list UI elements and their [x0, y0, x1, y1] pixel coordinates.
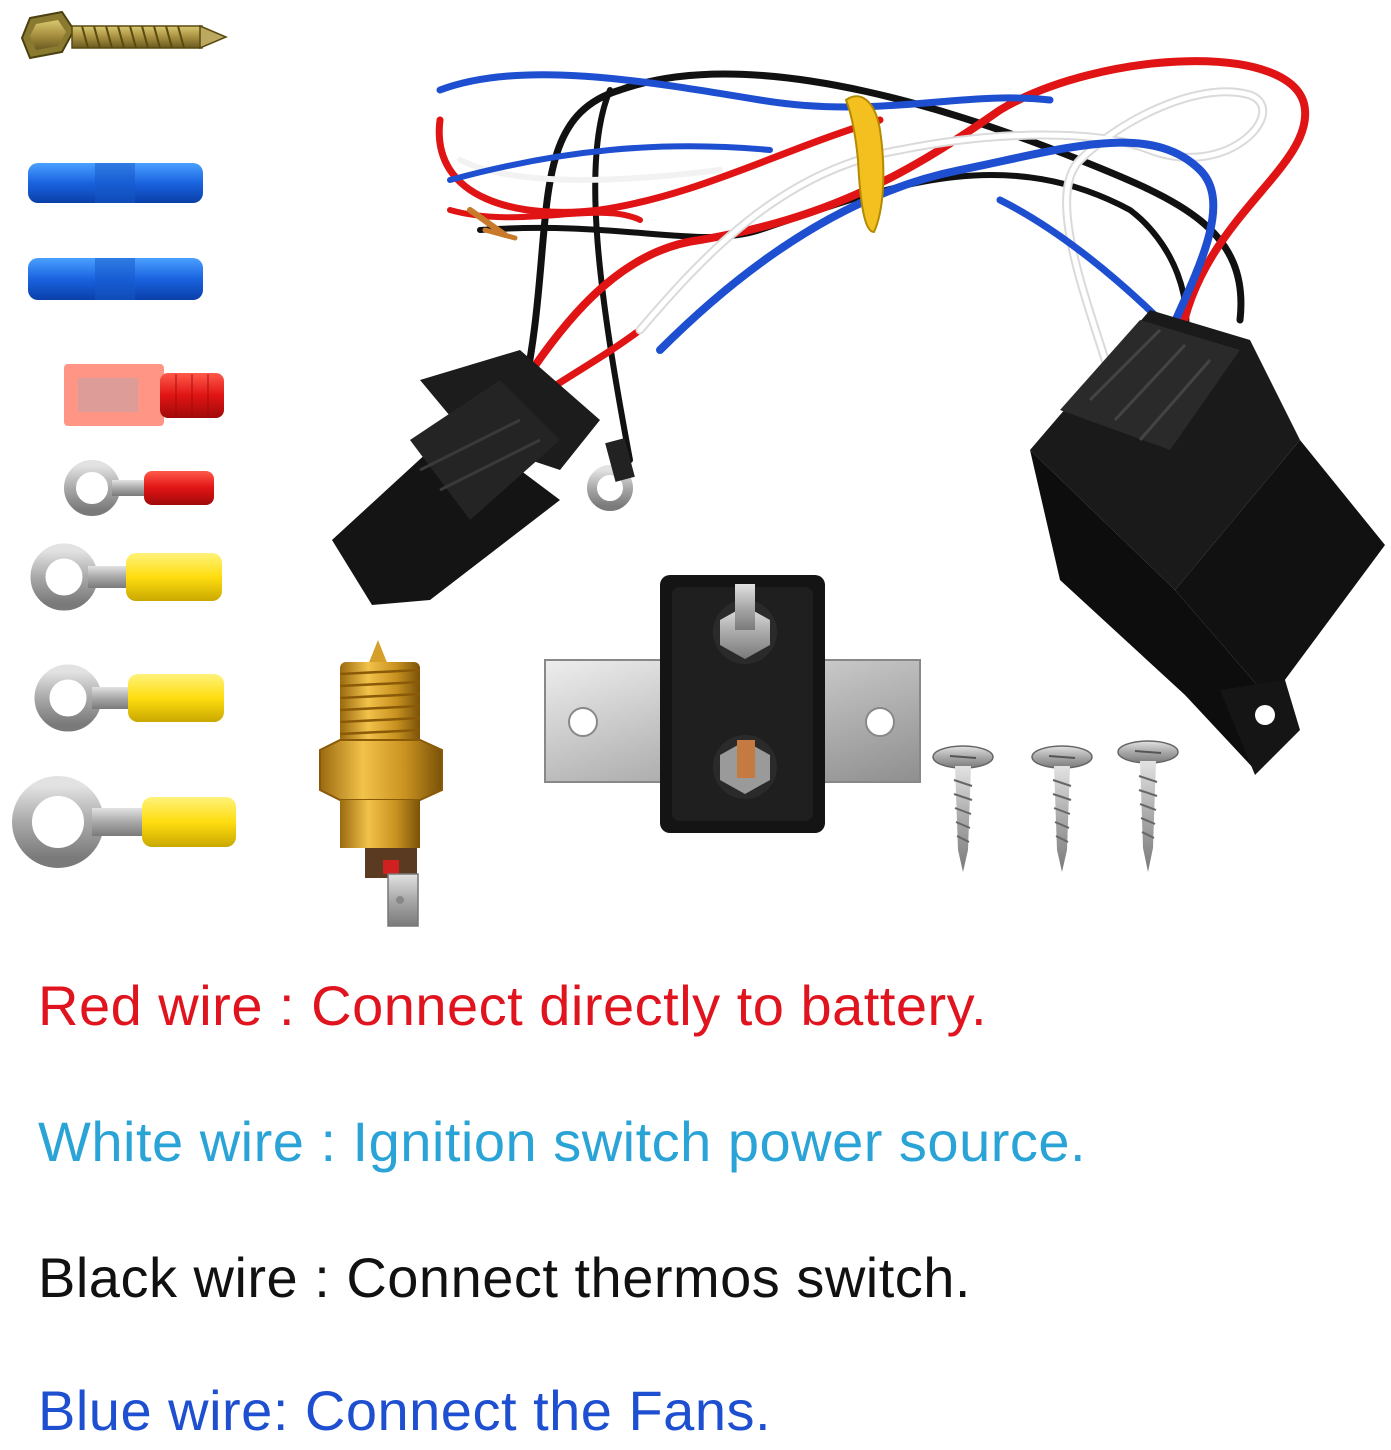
wiring-harness-icon: [435, 57, 1310, 463]
white-wire-caption: White wire : Ignition switch power sourc…: [38, 1110, 1087, 1173]
blue-wire-caption: Blue wire: Connect the Fans.: [38, 1379, 772, 1442]
relay-icon: [1030, 310, 1385, 775]
blue-butt-connector-icon: [28, 163, 203, 203]
yellow-ring-terminal-icon: [12, 776, 236, 868]
zip-tie-icon: [844, 95, 885, 234]
red-spade-connector-icon: [64, 364, 224, 426]
yellow-ring-terminal-icon: [30, 543, 222, 611]
circuit-breaker-icon: [544, 575, 921, 833]
screw-icon: [1117, 740, 1179, 872]
red-ring-terminal-icon: [64, 460, 214, 516]
product-photo: [12, 10, 1385, 927]
temperature-sensor-icon: [319, 640, 443, 927]
self-tapping-bolt-icon: [20, 10, 228, 60]
black-wire-caption: Black wire : Connect thermos switch.: [38, 1246, 971, 1309]
yellow-ring-terminal-icon: [34, 664, 224, 732]
screw-icon: [932, 745, 994, 872]
blue-butt-connector-icon: [28, 258, 203, 300]
red-wire-caption: Red wire : Connect directly to battery.: [38, 974, 988, 1037]
screw-icon: [1031, 745, 1093, 872]
fuse-holder-connector-icon: [332, 350, 635, 605]
